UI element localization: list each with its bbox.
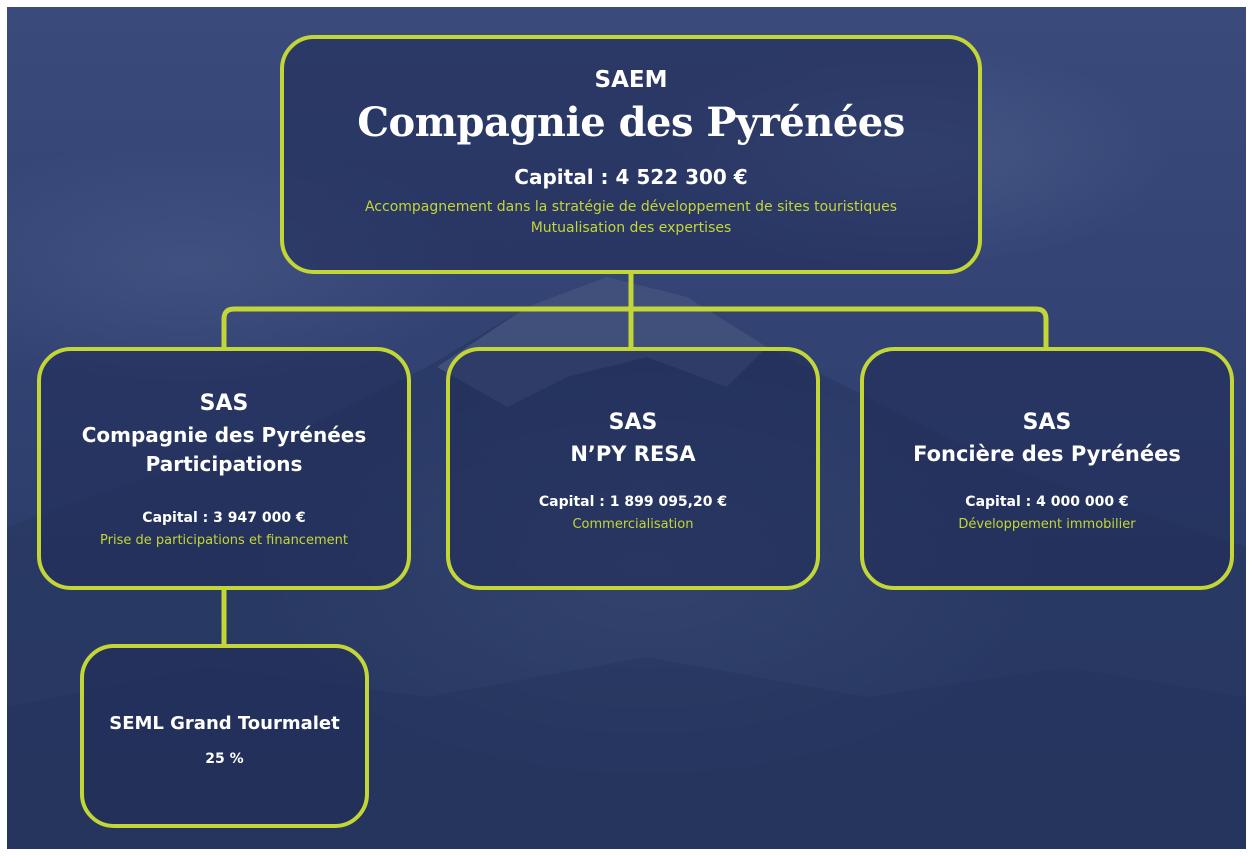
sub-subsidiary-share: 25 % <box>205 751 244 767</box>
subsidiary-description: Développement immobilier <box>958 517 1136 532</box>
subsidiary-capital: Capital : 4 000 000 € <box>965 494 1129 510</box>
subsidiary-description: Commercialisation <box>572 517 694 532</box>
subsidiary-name: Foncière des Pyrénées <box>913 442 1181 466</box>
parent-company-name: Compagnie des Pyrénées <box>357 99 905 146</box>
parent-description-line-1: Accompagnement dans la stratégie de déve… <box>364 199 898 215</box>
parent-capital: Capital : 4 522 300 € <box>514 165 748 189</box>
subsidiary-legal-form: SAS <box>1022 410 1072 435</box>
connector-horizontal-bar <box>221 306 1049 347</box>
connector-lines <box>221 274 1049 644</box>
subsidiary-legal-form: SAS <box>608 410 658 435</box>
subsidiary-box-participations: SAS Compagnie des Pyrénées Participation… <box>37 347 411 590</box>
sub-subsidiary-name: SEML Grand Tourmalet <box>109 713 340 734</box>
subsidiary-name: N’PY RESA <box>570 442 696 466</box>
subsidiary-capital: Capital : 3 947 000 € <box>142 510 306 526</box>
org-chart: SAEM Compagnie des Pyrénées Capital : 4 … <box>7 7 1246 849</box>
sub-subsidiary-box-grand-tourmalet: SEML Grand Tourmalet 25 % <box>80 644 369 828</box>
subsidiary-box-fonciere: SAS Foncière des Pyrénées Capital : 4 00… <box>860 347 1234 590</box>
parent-company-box: SAEM Compagnie des Pyrénées Capital : 4 … <box>280 35 982 274</box>
subsidiary-name-line-1: Compagnie des Pyrénées <box>81 423 367 447</box>
parent-description-line-2: Mutualisation des expertises <box>530 220 732 236</box>
parent-legal-form: SAEM <box>594 67 668 93</box>
subsidiary-box-npy-resa: SAS N’PY RESA Capital : 1 899 095,20 € C… <box>446 347 820 590</box>
subsidiary-description: Prise de participations et financement <box>100 533 348 548</box>
subsidiary-legal-form: SAS <box>199 391 249 416</box>
subsidiary-name-line-2: Participations <box>145 452 303 476</box>
subsidiary-capital: Capital : 1 899 095,20 € <box>538 494 728 510</box>
